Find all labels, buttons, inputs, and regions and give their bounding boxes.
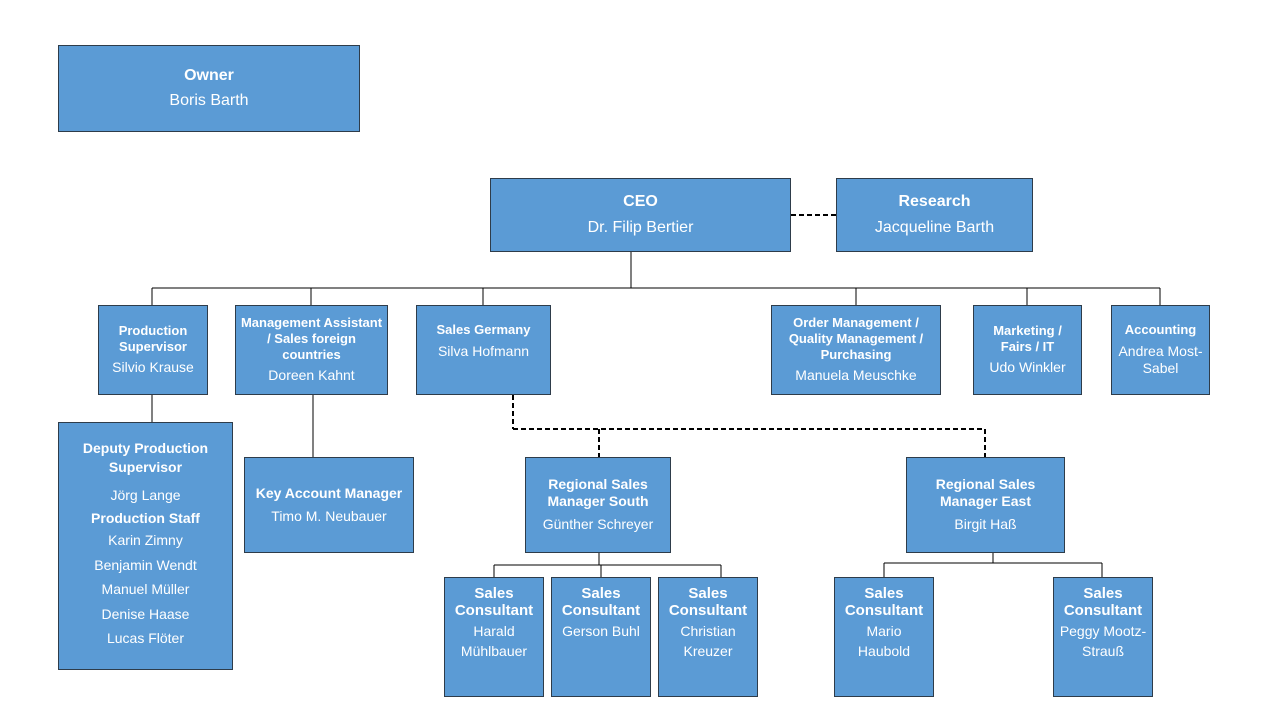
management-assistant-title: Management Assistant / Sales foreign cou… bbox=[240, 315, 383, 362]
sales-consultant-box: Sales Consultant Gerson Buhl bbox=[551, 577, 651, 697]
owner-title: Owner bbox=[184, 66, 234, 84]
production-supervisor-box: Production Supervisor Silvio Krause bbox=[98, 305, 208, 395]
research-title: Research bbox=[898, 193, 971, 211]
sales-consultant-name: Mario Haubold bbox=[857, 623, 911, 659]
production-staff-member: Manuel Müller bbox=[101, 581, 190, 598]
regional-east-title: Regional Sales Manager East bbox=[935, 476, 1036, 510]
deputy-production-title: Deputy Production Supervisor bbox=[82, 440, 209, 475]
sales-consultant-box: Sales Consultant Christian Kreuzer bbox=[658, 577, 758, 697]
sales-consultant-title: Sales Consultant bbox=[454, 585, 534, 619]
regional-south-box: Regional Sales Manager South Günther Sch… bbox=[525, 457, 671, 553]
production-staff-member: Lucas Flöter bbox=[106, 630, 185, 647]
sales-consultant-title: Sales Consultant bbox=[1063, 585, 1143, 619]
management-assistant-name: Doreen Kahnt bbox=[268, 367, 355, 384]
deputy-production-box: Deputy Production Supervisor Jörg Lange … bbox=[58, 422, 233, 670]
ceo-box: CEO Dr. Filip Bertier bbox=[490, 178, 791, 252]
deputy-production-name: Jörg Lange bbox=[110, 486, 181, 503]
order-management-title: Order Management / Quality Management / … bbox=[788, 315, 924, 362]
key-account-title: Key Account Manager bbox=[255, 484, 403, 501]
sales-consultant-box: Sales Consultant Mario Haubold bbox=[834, 577, 934, 697]
marketing-box: Marketing / Fairs / IT Udo Winkler bbox=[973, 305, 1082, 395]
sales-consultant-name: Christian Kreuzer bbox=[680, 623, 736, 659]
owner-box: Owner Boris Barth bbox=[58, 45, 360, 132]
ceo-title: CEO bbox=[623, 193, 658, 211]
research-box: Research Jacqueline Barth bbox=[836, 178, 1033, 252]
sales-germany-box: Sales Germany Silva Hofmann bbox=[416, 305, 551, 395]
research-name: Jacqueline Barth bbox=[874, 218, 995, 236]
production-staff-member: Karin Zimny bbox=[108, 532, 183, 549]
owner-name: Boris Barth bbox=[169, 92, 249, 110]
ceo-name: Dr. Filip Bertier bbox=[587, 218, 694, 236]
regional-east-name: Birgit Haß bbox=[954, 516, 1017, 533]
accounting-title: Accounting bbox=[1124, 322, 1197, 338]
sales-consultant-box: Sales Consultant Harald Mühlbauer bbox=[444, 577, 544, 697]
regional-south-name: Günther Schreyer bbox=[542, 516, 654, 533]
regional-south-title: Regional Sales Manager South bbox=[547, 476, 649, 510]
order-management-box: Order Management / Quality Management / … bbox=[771, 305, 941, 395]
sales-consultant-name: Harald Mühlbauer bbox=[460, 623, 528, 659]
sales-consultant-box: Sales Consultant Peggy Mootz-Strauß bbox=[1053, 577, 1153, 697]
order-management-name: Manuela Meuschke bbox=[795, 367, 917, 384]
sales-consultant-title: Sales Consultant bbox=[561, 585, 641, 619]
marketing-name: Udo Winkler bbox=[989, 359, 1066, 376]
sales-consultant-title: Sales Consultant bbox=[668, 585, 748, 619]
key-account-name: Timo M. Neubauer bbox=[271, 507, 387, 524]
key-account-box: Key Account Manager Timo M. Neubauer bbox=[244, 457, 414, 553]
production-staff-member: Benjamin Wendt bbox=[94, 556, 197, 573]
production-supervisor-name: Silvio Krause bbox=[112, 359, 194, 376]
production-staff-member: Denise Haase bbox=[101, 605, 190, 622]
accounting-name: Andrea Most-Sabel bbox=[1118, 342, 1203, 377]
production-staff-title: Production Staff bbox=[91, 510, 200, 527]
sales-consultant-name: Peggy Mootz-Strauß bbox=[1059, 623, 1147, 659]
accounting-box: Accounting Andrea Most-Sabel bbox=[1111, 305, 1210, 395]
sales-consultant-title: Sales Consultant bbox=[844, 585, 924, 619]
sales-consultant-name: Gerson Buhl bbox=[562, 623, 640, 639]
regional-east-box: Regional Sales Manager East Birgit Haß bbox=[906, 457, 1065, 553]
sales-germany-title: Sales Germany bbox=[436, 322, 531, 337]
marketing-title: Marketing / Fairs / IT bbox=[993, 323, 1062, 354]
sales-germany-name: Silva Hofmann bbox=[437, 342, 530, 359]
production-supervisor-title: Production Supervisor bbox=[118, 323, 188, 354]
management-assistant-box: Management Assistant / Sales foreign cou… bbox=[235, 305, 388, 395]
